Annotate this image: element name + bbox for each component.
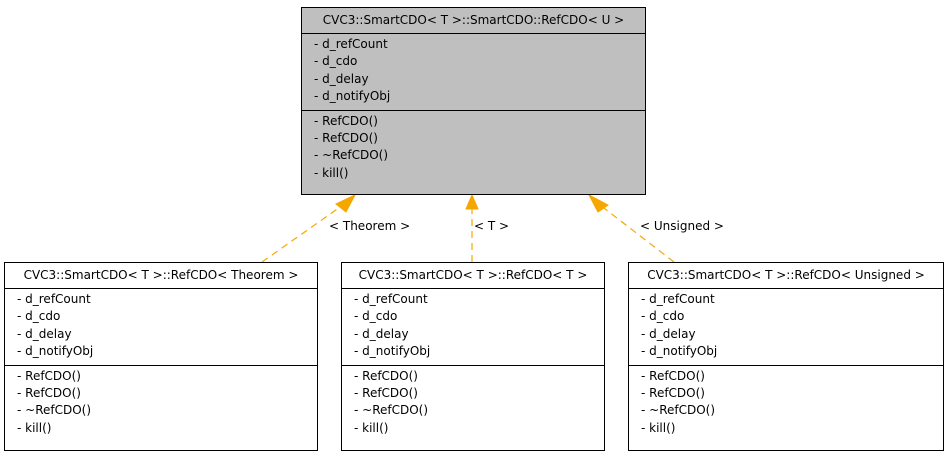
attribute: - d_cdo	[354, 309, 398, 324]
method: - kill()	[354, 420, 389, 435]
attribute: - d_notifyObj	[354, 344, 431, 359]
method: - kill()	[641, 420, 676, 435]
attribute: - d_refCount	[641, 292, 715, 306]
method: - RefCDO()	[641, 385, 705, 400]
attribute: - d_cdo	[314, 54, 358, 69]
class-title: CVC3::SmartCDO< T >::RefCDO< T >	[342, 263, 604, 289]
base-class-attributes: - d_refCount - d_cdo - d_delay - d_notif…	[302, 34, 645, 111]
method: - RefCDO()	[314, 113, 378, 128]
base-class-box[interactable]: CVC3::SmartCDO< T >::SmartCDO::RefCDO< U…	[301, 7, 646, 195]
class-title: CVC3::SmartCDO< T >::RefCDO< Unsigned >	[629, 263, 943, 289]
attribute: - d_delay	[17, 326, 72, 341]
method: - kill()	[314, 165, 349, 180]
attribute: - d_delay	[314, 71, 369, 86]
method: - kill()	[17, 420, 52, 435]
class-attributes: - d_refCount - d_cdo - d_delay - d_notif…	[629, 289, 943, 366]
method: - RefCDO()	[354, 385, 418, 400]
edge-label-t: < T >	[474, 219, 510, 233]
base-class-title: CVC3::SmartCDO< T >::SmartCDO::RefCDO< U…	[302, 8, 645, 34]
class-methods: - RefCDO() - RefCDO() - ~RefCDO() - kill…	[5, 366, 317, 442]
attribute: - d_refCount	[354, 292, 428, 306]
arrowhead-t	[465, 193, 479, 210]
edge-theorem	[261, 204, 344, 263]
class-attributes: - d_refCount - d_cdo - d_delay - d_notif…	[5, 289, 317, 366]
class-attributes: - d_refCount - d_cdo - d_delay - d_notif…	[342, 289, 604, 366]
method: - RefCDO()	[17, 368, 81, 383]
method: - RefCDO()	[314, 130, 378, 145]
base-class-methods: - RefCDO() - RefCDO() - ~RefCDO() - kill…	[302, 111, 645, 187]
attribute: - d_notifyObj	[641, 344, 718, 359]
attribute: - d_notifyObj	[17, 344, 94, 359]
method: - RefCDO()	[17, 385, 81, 400]
attribute: - d_refCount	[17, 292, 91, 306]
attribute: - d_cdo	[17, 309, 61, 324]
class-box-theorem[interactable]: CVC3::SmartCDO< T >::RefCDO< Theorem > -…	[4, 262, 318, 451]
class-box-t[interactable]: CVC3::SmartCDO< T >::RefCDO< T > - d_ref…	[341, 262, 605, 451]
attribute: - d_delay	[354, 326, 409, 341]
edge-label-theorem: < Theorem >	[329, 219, 411, 233]
class-methods: - RefCDO() - RefCDO() - ~RefCDO() - kill…	[629, 366, 943, 442]
edge-label-unsigned: < Unsigned >	[640, 219, 724, 233]
class-title: CVC3::SmartCDO< T >::RefCDO< Theorem >	[5, 263, 317, 289]
method: - ~RefCDO()	[641, 403, 716, 418]
class-box-unsigned[interactable]: CVC3::SmartCDO< T >::RefCDO< Unsigned > …	[628, 262, 944, 451]
method: - RefCDO()	[641, 368, 705, 383]
edge-unsigned	[599, 204, 675, 263]
method: - RefCDO()	[354, 368, 418, 383]
attribute: - d_notifyObj	[314, 89, 391, 104]
method: - ~RefCDO()	[354, 403, 429, 418]
arrowhead-unsigned	[587, 193, 609, 213]
method: - ~RefCDO()	[314, 148, 389, 163]
class-methods: - RefCDO() - RefCDO() - ~RefCDO() - kill…	[342, 366, 604, 442]
arrowhead-theorem	[335, 193, 357, 213]
method: - ~RefCDO()	[17, 403, 92, 418]
attribute: - d_delay	[641, 326, 696, 341]
attribute: - d_refCount	[314, 37, 388, 51]
attribute: - d_cdo	[641, 309, 685, 324]
